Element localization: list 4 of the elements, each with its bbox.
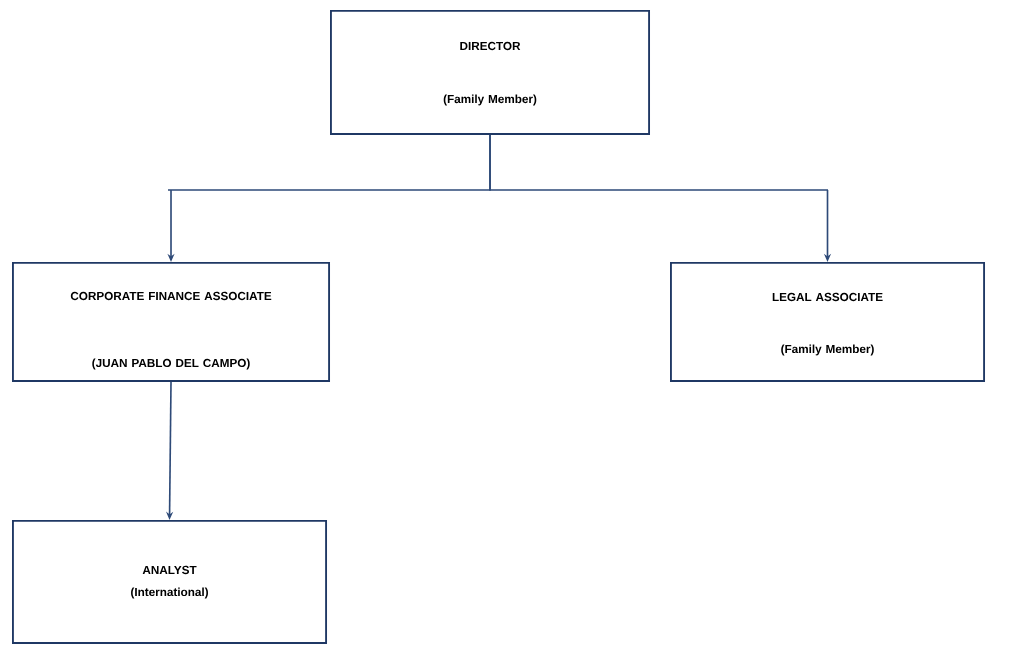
- org-box: LEGAL ASSOCIATE (Family Member): [670, 262, 985, 382]
- org-box: CORPORATE FINANCE ASSOCIATE (JUAN PABLO DEL CAMPO): [12, 262, 330, 382]
- org-box: ANALYST (International): [12, 520, 327, 644]
- org-box: DIRECTOR (Family Member): [330, 10, 650, 135]
